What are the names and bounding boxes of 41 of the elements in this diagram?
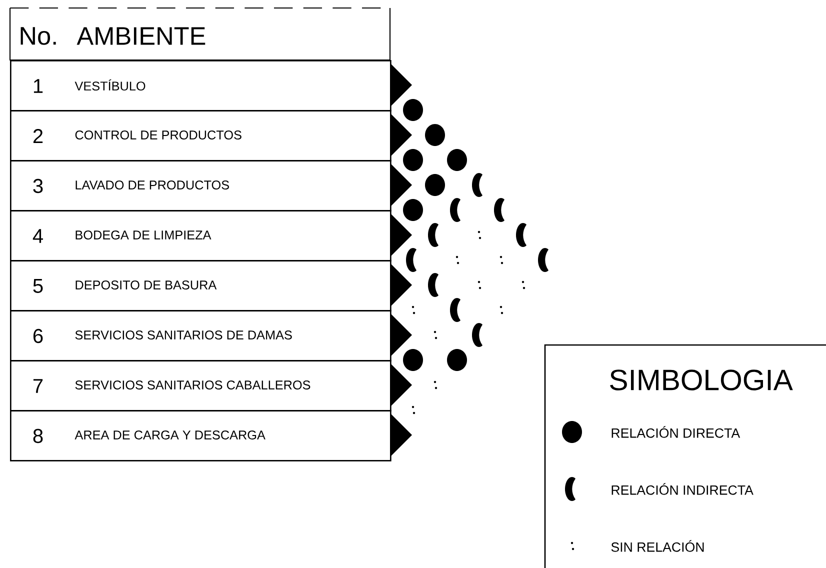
- room-row: 8 AREA DE CARGA Y DESCARGA: [10, 410, 392, 462]
- room-row: 4 BODEGA DE LIMPIEZA: [10, 210, 392, 262]
- direct-relation-mark: [447, 349, 467, 371]
- direct-relation-mark: [425, 124, 445, 146]
- room-row: 1 VESTÍBULO: [10, 60, 392, 112]
- indirect-relation-mark: [406, 248, 416, 272]
- room-row: 6 SERVICIOS SANITARIOS DE DAMAS: [10, 310, 392, 362]
- direct-relation-mark: [403, 199, 423, 221]
- room-row: 2 CONTROL DE PRODUCTOS: [10, 110, 392, 162]
- no-relation-mark: [478, 280, 482, 290]
- indirect-relation-mark: [428, 223, 438, 247]
- indirect-relation-mark: [516, 223, 526, 247]
- indirect-relation-mark: [450, 298, 460, 322]
- direct-relation-mark: [403, 99, 423, 121]
- no-relation-mark: [500, 306, 504, 314]
- no-relation-mark: [478, 230, 482, 240]
- legend-title: SIMBOLOGIA: [610, 370, 793, 390]
- no-relation-mark: [522, 280, 526, 290]
- indirect-relation-mark: [450, 198, 460, 222]
- indirect-relation-mark: [494, 198, 504, 222]
- legend-text: RELACIÓN INDIRECTA: [612, 483, 754, 495]
- legend-text: RELACIÓN DIRECTA: [612, 426, 740, 438]
- no-relation-mark: [434, 380, 438, 390]
- no-relation-mark: [412, 306, 416, 314]
- indirect-relation-mark: [472, 173, 482, 197]
- direct-relation-mark: [447, 149, 467, 171]
- no-relation-mark: [412, 406, 416, 414]
- direct-relation-mark: [425, 174, 445, 196]
- indirect-relation-mark: [428, 273, 438, 297]
- room-row: 3 LAVADO DE PRODUCTOS: [10, 160, 392, 212]
- room-row: 7 SERVICIOS SANITARIOS CABALLEROS: [10, 360, 392, 412]
- direct-relation-mark: [403, 349, 423, 371]
- no-relation-mark: [500, 256, 504, 264]
- header-row: No. AMBIENTE: [9, 7, 391, 61]
- direct-relation-mark: [403, 149, 423, 171]
- legend-text: SIN RELACIÓN: [611, 540, 704, 552]
- indirect-relation-mark: [472, 323, 482, 347]
- indirect-relation-mark: [538, 248, 548, 272]
- no-relation-mark: [434, 330, 438, 340]
- room-row: 5 DEPOSITO DE BASURA: [10, 260, 392, 312]
- no-relation-mark: [456, 256, 460, 264]
